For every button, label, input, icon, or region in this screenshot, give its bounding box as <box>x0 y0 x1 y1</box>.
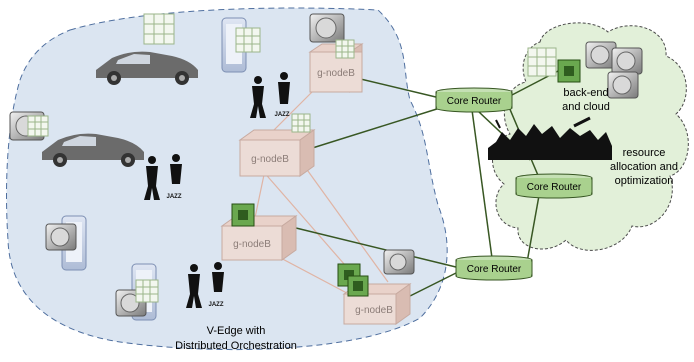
cloud-label-resource-2: allocation and <box>610 161 678 173</box>
hard-disk-icon <box>45 223 77 251</box>
edge-caption-line1: V-Edge with <box>207 325 266 337</box>
hard-disk-icon <box>607 71 639 99</box>
data-grid-icon <box>27 115 49 137</box>
cloud-label-backend-1: back-end <box>563 87 608 99</box>
jazz-text: JAZZ <box>275 112 290 118</box>
edge-caption-line2: Distributed Orchestration <box>175 340 297 352</box>
jazz-musicians-icon: JAZZ <box>250 72 290 118</box>
hard-disk-icon <box>585 41 617 69</box>
data-grid-icon <box>143 13 175 45</box>
core-router-2: Core Router <box>515 173 593 199</box>
core-router-3: Core Router <box>455 255 533 281</box>
hard-disk-icon <box>611 47 643 75</box>
cloud-label-backend-2: and cloud <box>562 101 610 113</box>
core-router-1-label: Core Router <box>447 96 502 107</box>
data-grid-icon <box>135 279 159 303</box>
core-router-1: Core Router <box>435 87 513 113</box>
data-grid-icon <box>235 27 261 53</box>
hard-disk-icon <box>383 249 415 275</box>
core-router-3-label: Core Router <box>467 264 522 275</box>
jazz-text: JAZZ <box>167 194 182 200</box>
gnodeb-1-label: g-nodeB <box>317 68 355 79</box>
gnodeb-2-label: g-nodeB <box>251 154 289 165</box>
gnodeb-2: g-nodeB <box>238 129 316 177</box>
jazz-text: JAZZ <box>209 302 224 308</box>
jazz-musicians-icon: JAZZ <box>144 154 182 200</box>
car-icon <box>96 51 198 85</box>
cloud-label-resource-1: resource <box>623 147 666 159</box>
car-icon <box>42 133 144 167</box>
data-grid-icon <box>291 113 311 133</box>
gnodeb-4-label: g-nodeB <box>355 305 393 316</box>
cloud-label-resource-3: optimization <box>615 175 674 187</box>
concert-crowd-icon <box>488 116 612 160</box>
core-router-2-label: Core Router <box>527 182 582 193</box>
gnodeb-1: g-nodeB <box>308 43 364 93</box>
chip-icon <box>347 275 369 297</box>
gnodeb-3-label: g-nodeB <box>233 239 271 250</box>
jazz-musicians-icon: JAZZ <box>186 262 224 308</box>
data-grid-icon <box>335 39 355 59</box>
edge-region <box>6 7 448 351</box>
chip-icon <box>557 59 581 83</box>
chip-icon <box>231 203 255 227</box>
hard-disk-icon <box>309 13 345 43</box>
gnodeb-3: g-nodeB <box>220 215 298 261</box>
data-grid-icon <box>527 47 557 77</box>
